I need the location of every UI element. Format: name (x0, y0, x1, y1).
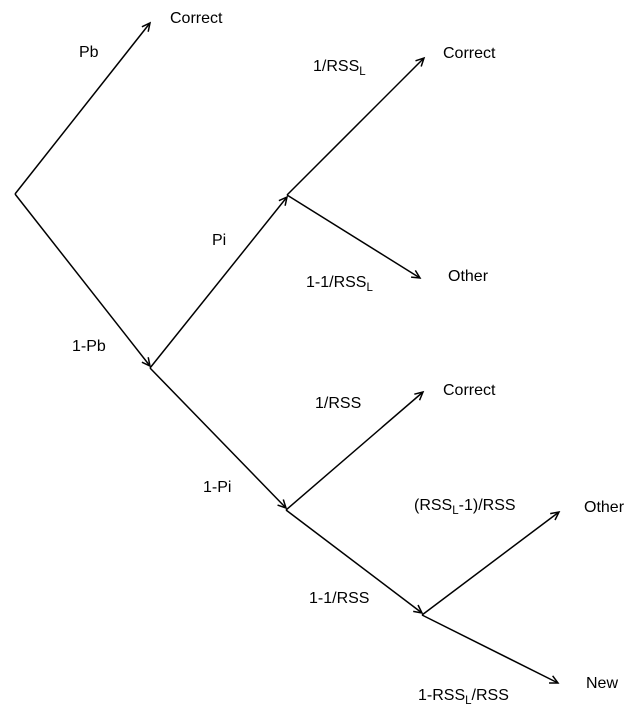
branch-label-inv-rss-l-main: 1/RSS (313, 58, 360, 75)
outcome-label-correct-mid: Correct (443, 45, 496, 62)
edge-one-minus-inv-rssl-to-other (286, 194, 422, 279)
outcome-label-other-mid: Other (448, 268, 489, 285)
edge-one-minus-inv-rss-to-node5 (285, 509, 424, 615)
branch-label-one-minus-inv-rss: 1-1/RSS (309, 590, 370, 607)
branch-label-rss-l-minus-1-over-rss-subscript: L (452, 505, 459, 517)
outcome-label-new: New (586, 675, 619, 692)
edge-pb-to-correct (14, 21, 152, 195)
outcome-label-correct-low: Correct (443, 382, 496, 399)
branch-label-inv-rss: 1/RSS (315, 395, 362, 412)
branch-label-one-minus-rss-l-over-rss: 1-RSSL/RSS (418, 687, 509, 710)
edge-one-minus-rssl-over-rss-to-new (421, 614, 560, 684)
branch-label-inv-rss-l: 1/RSSL (313, 58, 366, 81)
branch-label-rss-l-minus-1-over-rss: (RSSL-1)/RSS (414, 497, 516, 520)
branch-label-one-minus-inv-rss-l-main: 1-1/RSS (306, 274, 367, 291)
edge-one-minus-pb-to-node2 (14, 193, 152, 368)
branch-label-one-minus-rss-l-over-rss-main: 1-RSS (418, 687, 466, 704)
edge-one-minus-pi-to-node4 (149, 367, 288, 510)
branch-label-one-minus-rss-l-over-rss-tail: /RSS (471, 687, 509, 704)
branch-label-one-minus-rss-l-over-rss-subscript: L (465, 695, 472, 707)
branch-label-rss-l-minus-1-over-rss-main: (RSS (414, 497, 453, 514)
branch-label-pi: Pi (212, 232, 227, 249)
outcome-label-correct-top: Correct (170, 10, 223, 27)
edge-pi-to-node3 (149, 195, 289, 369)
branch-label-pb: Pb (79, 44, 99, 61)
edge-inv-rssl-to-correct (286, 56, 426, 196)
outcome-label-other-low: Other (584, 499, 625, 516)
edge-rssl-minus1-over-rss-to-other (421, 510, 561, 616)
branch-label-rss-l-minus-1-over-rss-tail: -1)/RSS (458, 497, 516, 514)
branch-label-one-minus-pi: 1-Pi (203, 479, 232, 496)
branch-label-one-minus-inv-rss-l: 1-1/RSSL (306, 274, 373, 297)
branch-label-one-minus-pb: 1-Pb (72, 338, 106, 355)
branch-label-one-minus-inv-rss-l-subscript: L (366, 282, 373, 294)
edge-inv-rss-to-correct (285, 390, 425, 511)
branch-label-inv-rss-l-subscript: L (359, 66, 366, 78)
